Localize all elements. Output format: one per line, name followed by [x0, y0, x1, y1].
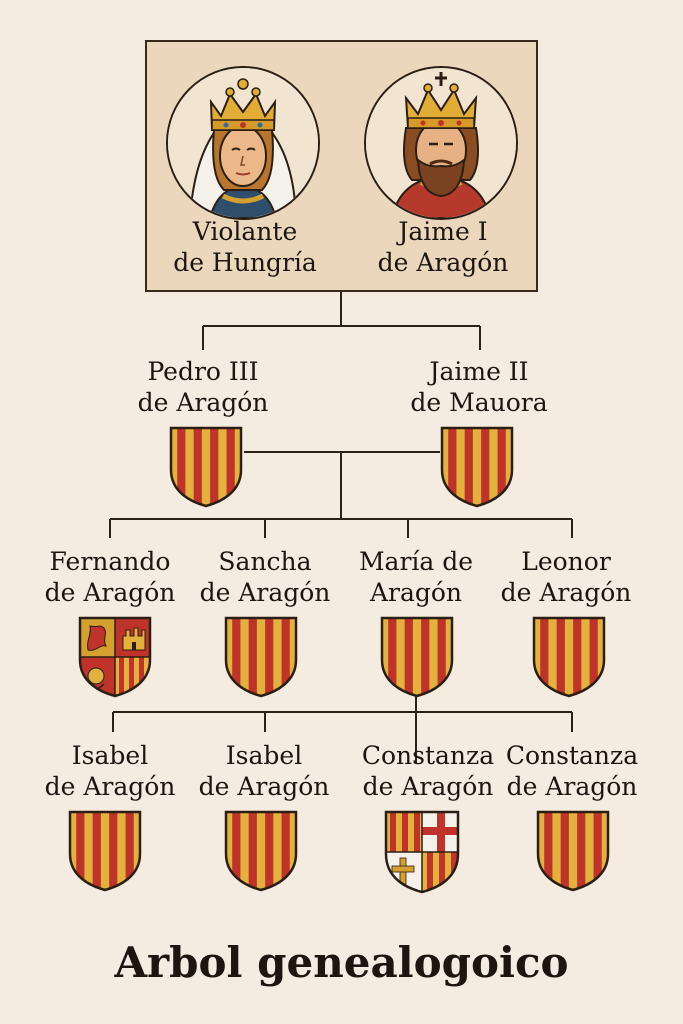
person-leonor: Leonor de Aragón [500, 547, 632, 607]
pedro-shield-icon [169, 426, 243, 508]
person-constanza-2: Constanza de Aragón [505, 741, 639, 801]
constanza-2-shield-icon [536, 810, 610, 892]
person-constanza-1: Constanza de Aragón [361, 741, 495, 801]
sancha-shield-icon [224, 616, 298, 698]
jaime-portrait [364, 66, 518, 220]
person-sancha: Sancha de Aragón [199, 547, 331, 607]
parent-name-jaime: Jaime I de Aragón [377, 217, 509, 277]
queen-portrait-icon [168, 68, 318, 218]
king-portrait-icon [366, 68, 516, 218]
fernando-quartered-shield-icon [78, 616, 152, 698]
person-isabel-2: Isabel de Aragón [198, 741, 330, 801]
diagram-title: Arbol genealogoico [114, 938, 569, 987]
person-pedro-iii: Pedro III de Aragón [137, 357, 269, 417]
parent-name-violante: Violante de Hungría [173, 217, 317, 277]
person-maria: María de Aragón [358, 547, 474, 607]
leonor-shield-icon [532, 616, 606, 698]
violante-portrait [166, 66, 320, 220]
person-fernando: Fernando de Aragón [44, 547, 176, 607]
maria-shield-icon [380, 616, 454, 698]
jaime-ii-shield-icon [440, 426, 514, 508]
constanza-crosses-shield-icon [384, 810, 460, 894]
person-jaime-ii: Jaime II de Mauora [410, 357, 548, 417]
isabel-1-shield-icon [68, 810, 142, 892]
person-isabel-1: Isabel de Aragón [44, 741, 176, 801]
isabel-2-shield-icon [224, 810, 298, 892]
